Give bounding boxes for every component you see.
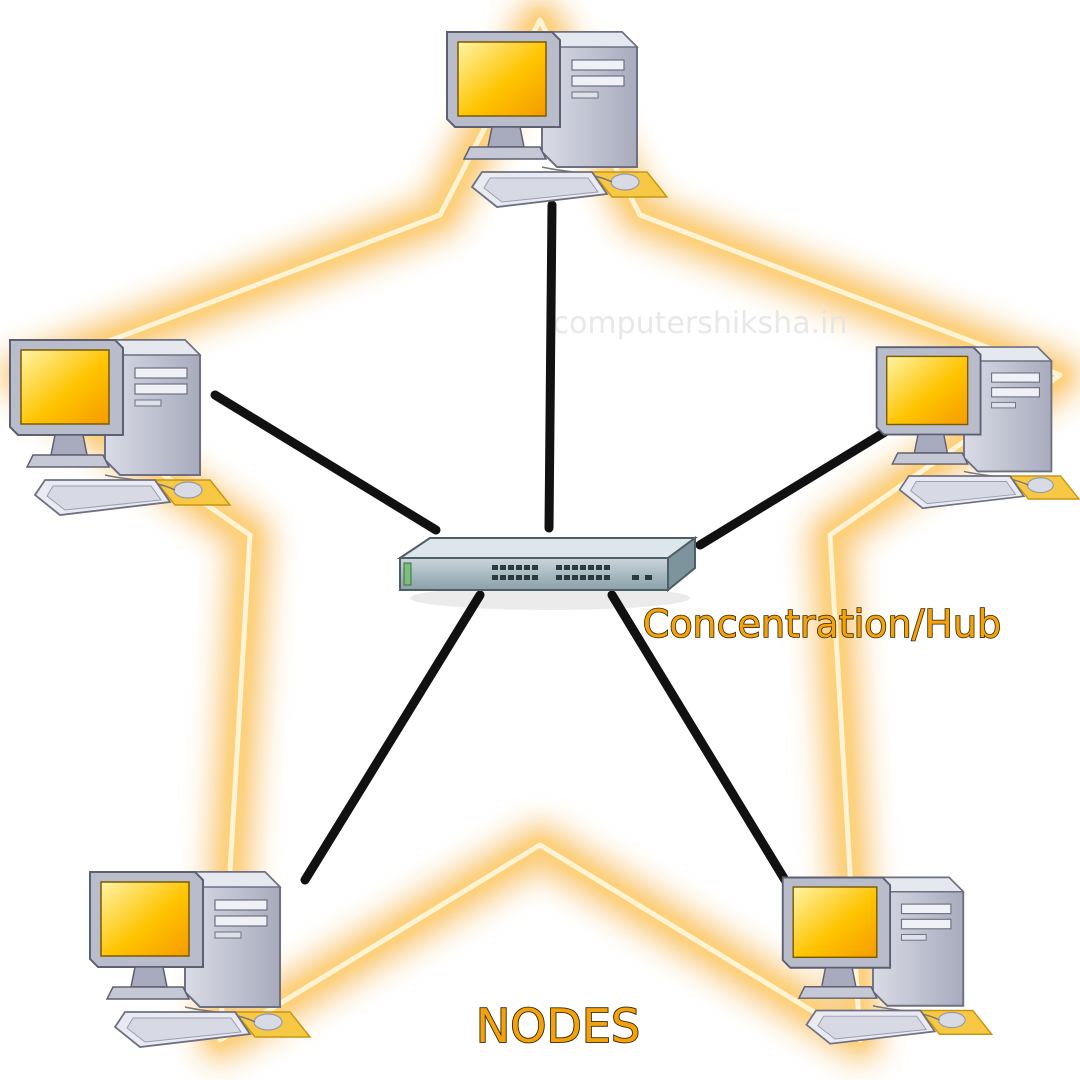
computer-node-lower-left bbox=[89, 871, 311, 1048]
cable-upper-left bbox=[210, 390, 441, 535]
computer-icon bbox=[875, 346, 1080, 510]
nodes-label: NODES bbox=[476, 999, 640, 1053]
computer-node-top bbox=[446, 31, 668, 208]
watermark-text: computershiksha.in bbox=[553, 306, 848, 341]
hub-switch bbox=[396, 536, 699, 610]
computer-icon bbox=[9, 339, 231, 516]
cable-top bbox=[544, 200, 557, 533]
computer-icon bbox=[89, 871, 311, 1048]
cable-upper-right bbox=[695, 427, 890, 550]
network-cables bbox=[210, 200, 890, 885]
cable-lower-left bbox=[300, 590, 485, 885]
computer-icon bbox=[446, 31, 668, 208]
computer-icon bbox=[781, 876, 993, 1045]
hub-label: Concentration/Hub bbox=[643, 602, 1001, 646]
computer-node-upper-left bbox=[9, 339, 231, 516]
computer-node-lower-right bbox=[781, 876, 993, 1045]
computer-node-upper-right bbox=[875, 346, 1080, 510]
cable-lower-right bbox=[607, 590, 790, 885]
